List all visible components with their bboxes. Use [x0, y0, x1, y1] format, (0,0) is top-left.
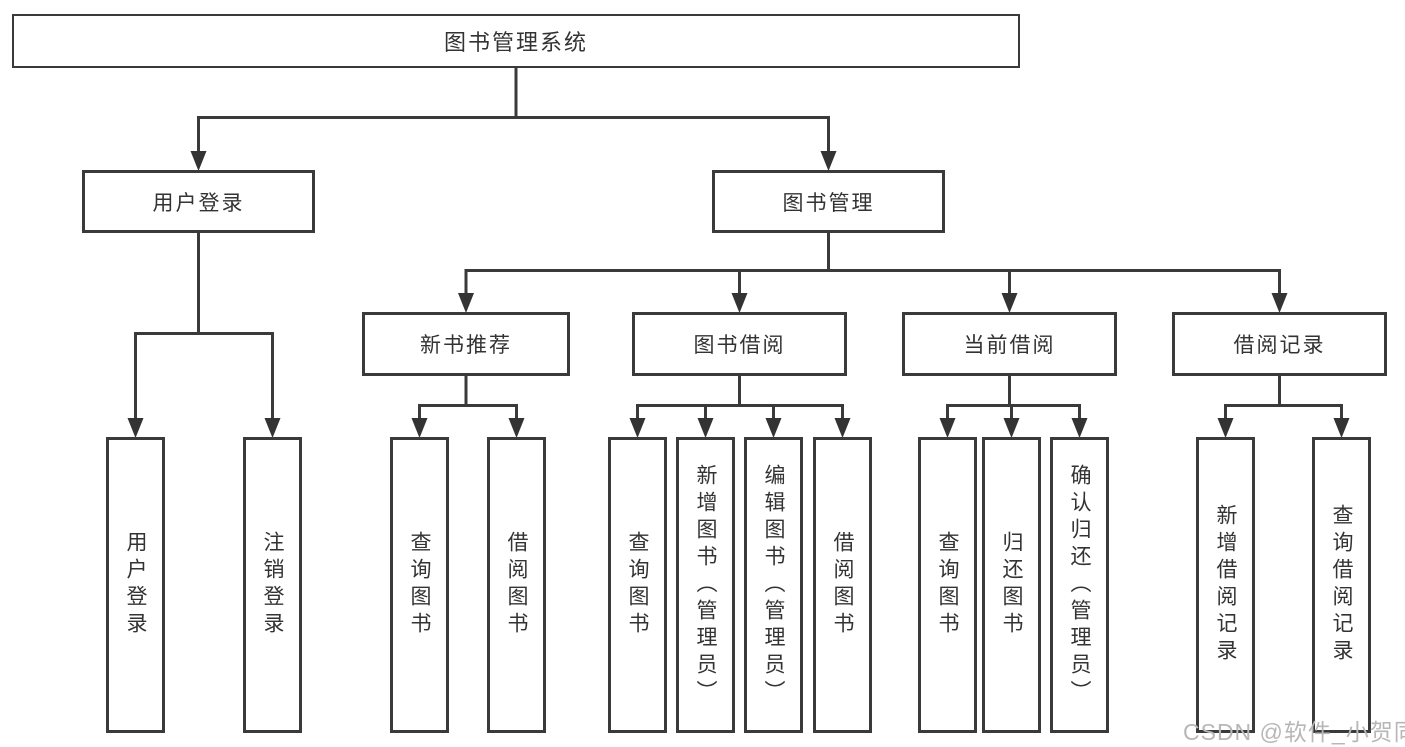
node-user-login-branch: 用户登录 [82, 170, 315, 233]
connector-borrow-records-to-leaves [1217, 376, 1350, 438]
connector-book-management-to-level3 [458, 233, 1288, 313]
leaf-add-borrow-record: 新增借阅记录 [1196, 437, 1255, 733]
node-book-borrow: 图书借阅 [632, 312, 847, 376]
node-library-management-system: 图书管理系统 [12, 14, 1020, 68]
leaf-query-books-current: 查询图书 [918, 437, 977, 733]
connector-new-book-to-leaves [411, 376, 525, 438]
connector-book-borrow-to-leaves [629, 376, 851, 438]
node-book-management-branch: 图书管理 [712, 170, 945, 233]
node-new-book-recommend: 新书推荐 [362, 312, 570, 376]
leaf-confirm-return-admin: 确认归还（管理员） [1050, 437, 1109, 733]
connector-current-borrow-to-leaves [939, 376, 1088, 438]
leaf-user-login: 用户登录 [106, 437, 165, 733]
node-current-borrow: 当前借阅 [902, 312, 1117, 376]
leaf-query-books-recommend: 查询图书 [390, 437, 449, 733]
leaf-query-borrow-record: 查询借阅记录 [1312, 437, 1371, 733]
leaf-logout: 注销登录 [243, 437, 302, 733]
leaf-add-books-admin: 新增图书（管理员） [676, 437, 735, 733]
leaf-edit-books-admin: 编辑图书（管理员） [744, 437, 803, 733]
csdn-watermark: CSDN @软件_小贺同学 [1183, 719, 1405, 745]
leaf-borrow-books-recommend: 借阅图书 [487, 437, 546, 733]
leaf-query-books-borrow: 查询图书 [608, 437, 667, 733]
connector-user-login-to-leaves [127, 233, 281, 438]
connector-root-to-level2 [190, 68, 837, 171]
leaf-borrow-books: 借阅图书 [813, 437, 872, 733]
leaf-return-books: 归还图书 [982, 437, 1041, 733]
node-borrow-records: 借阅记录 [1172, 312, 1387, 376]
